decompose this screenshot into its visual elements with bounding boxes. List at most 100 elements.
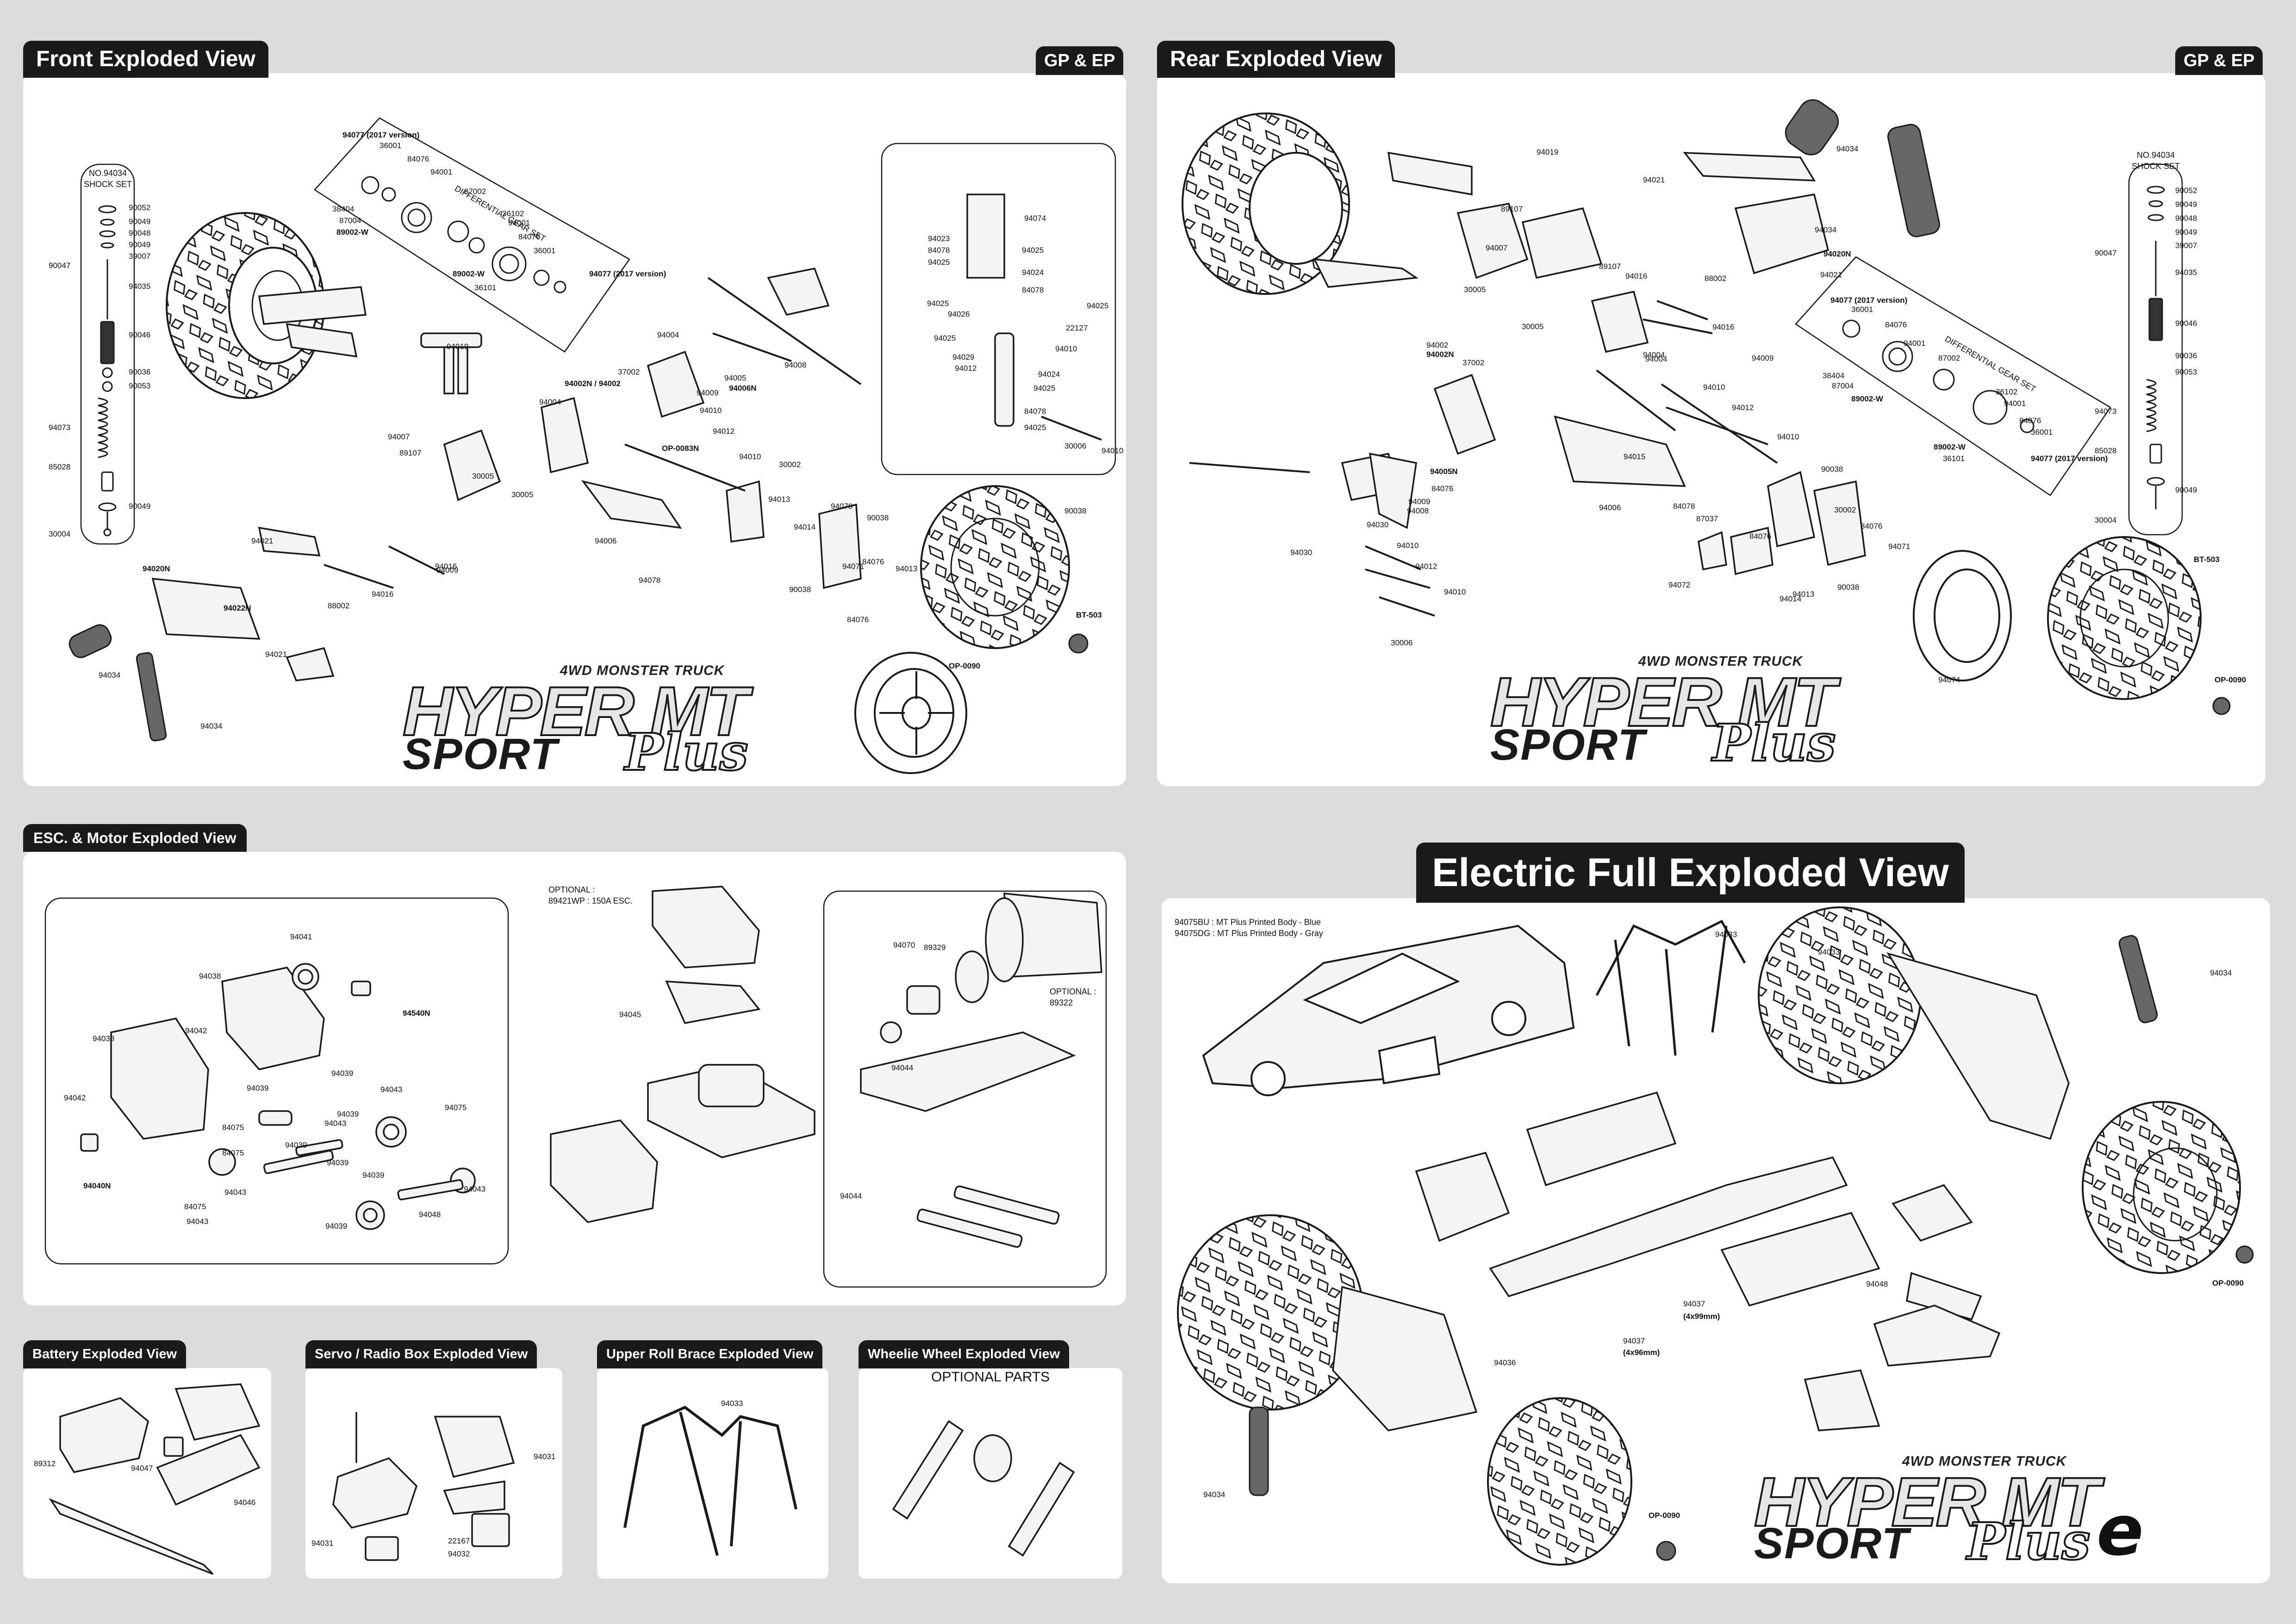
- part-label: 94010: [1777, 432, 1799, 441]
- part-label: 30004: [2095, 516, 2117, 525]
- wheelie-title: Wheelie Wheel Exploded View: [859, 1340, 1070, 1368]
- part-label: 94042: [64, 1093, 86, 1102]
- part-label: 94038: [199, 972, 221, 981]
- part-label: 94013: [768, 495, 790, 504]
- part-label: 94033: [1818, 948, 1840, 956]
- front-title: Front Exploded View: [23, 41, 268, 78]
- logo-main: HYPER MT: [1489, 662, 1837, 742]
- rear-links: [1189, 300, 1778, 617]
- esc-motor-box: [823, 890, 1107, 1288]
- part-label: 94073: [49, 423, 71, 432]
- part-label: 94024: [1038, 370, 1060, 379]
- part-label: 94021: [265, 650, 287, 659]
- electric-wheels: [1177, 906, 2241, 1566]
- part-label: 94008: [1407, 506, 1429, 515]
- part-label: 36101: [1943, 454, 1965, 463]
- shock-set-no: NO.94034: [88, 169, 127, 178]
- part-label: 94014: [1780, 594, 1802, 603]
- wheelie-subtitle: OPTIONAL PARTS: [931, 1369, 1050, 1385]
- rear-title: Rear Exploded View: [1157, 41, 1395, 78]
- part-label: 94075: [445, 1103, 467, 1112]
- logo-main: HYPER MT: [402, 671, 749, 751]
- part-label: 36102: [1996, 387, 2018, 396]
- part-label: 94009: [1408, 497, 1431, 506]
- part-label: 94004: [539, 398, 561, 406]
- part-label: 94031: [534, 1452, 556, 1461]
- part-label: 94004: [1643, 350, 1665, 359]
- part-label: 30005: [1522, 322, 1544, 331]
- part-label: 94039: [327, 1158, 349, 1167]
- roll-title: Upper Roll Brace Exploded View: [597, 1340, 823, 1368]
- part-label: BT-503: [1076, 611, 1102, 619]
- part-label: 90038: [1821, 465, 1843, 474]
- part-label: 94034: [2210, 968, 2232, 977]
- esc-motor-parts: [860, 893, 1102, 1248]
- part-label: 94035: [129, 282, 151, 291]
- rear-diff-box: [1795, 256, 2111, 496]
- shock-set-no: NO.94034: [2136, 150, 2175, 160]
- part-label: 87002: [464, 187, 486, 196]
- part-label: 84076: [1860, 522, 1883, 531]
- part-label: 94016: [1625, 272, 1648, 281]
- part-label: 94026: [948, 310, 970, 319]
- logo-subtitle: 4WD MONSTER TRUCK: [1638, 654, 1803, 669]
- part-label: 94021: [1643, 175, 1665, 184]
- servo-title: Servo / Radio Box Exploded View: [305, 1340, 537, 1368]
- part-label: 87037: [1696, 514, 1718, 523]
- front-hub-nut: [1068, 633, 1089, 654]
- part-label: 30002: [1834, 506, 1856, 514]
- part-label: 84078: [1022, 286, 1044, 294]
- rear-wheel-topleft: [1182, 112, 1350, 295]
- part-label: 30005: [1464, 285, 1486, 294]
- electric-roll-brace: [1595, 919, 1746, 1056]
- part-label: 94015: [1624, 452, 1646, 461]
- part-label: 84075: [222, 1123, 244, 1132]
- part-label: 94024: [1022, 268, 1044, 277]
- part-label: 94040N: [83, 1181, 111, 1190]
- part-label: 94034: [99, 671, 121, 680]
- servo-parts: [332, 1412, 515, 1561]
- part-label: 94001: [508, 219, 530, 227]
- part-label: 22127: [1066, 324, 1088, 332]
- logo-subtitle: 4WD MONSTER TRUCK: [1902, 1454, 2067, 1469]
- part-label: 94010: [1055, 344, 1077, 353]
- part-label: 89002-W: [1851, 394, 1883, 403]
- electric-title: Electric Full Exploded View: [1416, 843, 1965, 903]
- front-shock-set-label: NO.94034 SHOCK SET: [82, 168, 133, 190]
- front-suspension-parts: [151, 194, 1014, 681]
- roll-brace-part: [623, 1405, 797, 1556]
- part-label: 94014: [794, 523, 816, 531]
- part-label: 94039: [247, 1084, 269, 1093]
- front-diff-box: [314, 117, 630, 353]
- part-label: 87002: [1938, 354, 1960, 362]
- optional-esc-title: OPTIONAL :: [548, 885, 595, 894]
- part-label: 94023: [928, 234, 950, 243]
- part-label: 94043: [464, 1185, 486, 1193]
- part-label: 94025: [1033, 384, 1056, 393]
- part-label: 90048: [2175, 214, 2197, 223]
- logo-sport: SPORT: [1490, 720, 1646, 769]
- part-label: BT-503: [2194, 555, 2220, 564]
- part-label: 94047: [131, 1464, 153, 1473]
- rear-logo: 4WD MONSTER TRUCK HYPER MT SPORT Plus: [1489, 653, 1898, 774]
- part-label: 94077 (2017 version): [342, 131, 420, 139]
- part-label: 94043: [187, 1217, 209, 1226]
- part-label: 94005: [724, 374, 747, 382]
- front-links: [324, 277, 1102, 589]
- part-label: 94006: [1599, 503, 1621, 512]
- part-label: 94010: [739, 452, 761, 461]
- esc-title: ESC. & Motor Exploded View: [23, 824, 247, 852]
- part-label: 90052: [2175, 186, 2197, 195]
- part-label: 90047: [2095, 249, 2117, 257]
- wheelie-parts: [892, 1420, 1075, 1557]
- part-label: 94043: [380, 1085, 403, 1094]
- part-label: 84076: [1749, 532, 1772, 541]
- part-label: 36001: [534, 246, 556, 255]
- part-label: 84076: [518, 232, 541, 241]
- part-label: (4x99mm): [1683, 1312, 1720, 1321]
- part-label: 90036: [2175, 351, 2197, 360]
- part-label: 94036: [1494, 1358, 1516, 1367]
- part-label: 90038: [1837, 583, 1860, 592]
- part-label: 94025: [927, 299, 949, 308]
- part-label: 89002-W: [1934, 443, 1966, 451]
